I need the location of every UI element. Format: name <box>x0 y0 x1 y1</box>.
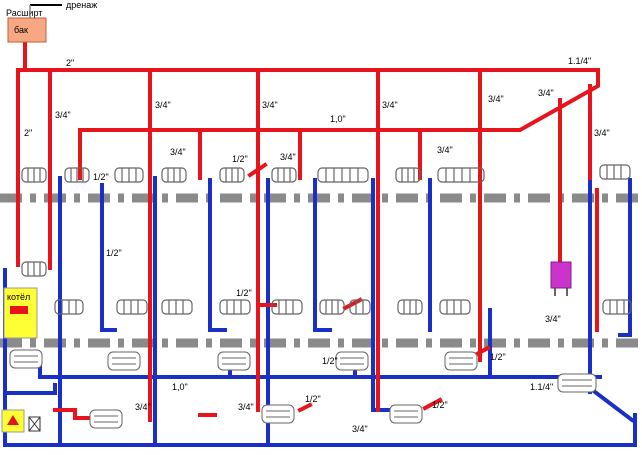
return-pipes <box>3 176 637 447</box>
label-1-2: 1/2" <box>322 356 338 366</box>
floor-heater <box>261 404 295 424</box>
supply-link-6 <box>422 397 443 411</box>
label-1-2: 1/2" <box>93 172 109 182</box>
floor-heater <box>9 349 43 369</box>
pipe-size-labels: 2" 1.1/4" 2" 1,0" 1.1/4" 1,0" 3/4" 3/4" … <box>24 56 610 434</box>
radiator <box>219 167 245 183</box>
label-1-2: 1/2" <box>106 248 122 258</box>
expansion-tank-label-2: бак <box>14 25 28 35</box>
label-3-4: 3/4" <box>155 100 171 110</box>
label-1-2: 1/2" <box>432 400 448 410</box>
return-riser-2 <box>100 183 117 332</box>
radiator <box>54 299 84 315</box>
supply-link-5 <box>342 297 363 311</box>
return-diagonal <box>592 389 635 423</box>
radiator <box>437 167 485 183</box>
radiator <box>116 299 148 315</box>
label-3-4: 3/4" <box>382 100 398 110</box>
radiator <box>349 299 371 315</box>
expansion-tank-body <box>7 17 47 43</box>
expansion-tank: Расширт бак дренаж <box>6 0 97 43</box>
radiator <box>397 299 423 315</box>
radiator <box>64 167 90 183</box>
label-main-top: 2" <box>66 58 74 68</box>
radiator <box>21 167 47 183</box>
radiator <box>317 167 369 183</box>
label-3-4: 3/4" <box>538 88 554 98</box>
label-3-4: 3/4" <box>594 128 610 138</box>
label-1-2: 1/2" <box>236 288 252 298</box>
expansion-tank-label-1: Расширт <box>6 8 42 18</box>
label-3-4: 3/4" <box>55 110 71 120</box>
floor-heater <box>89 409 123 429</box>
supply-link-3 <box>247 162 268 178</box>
pump-icon <box>7 415 19 425</box>
boiler-label: котёл <box>7 292 30 302</box>
supply-main-top <box>16 68 600 132</box>
hydraulic-unit <box>550 261 572 296</box>
supply-link-7 <box>472 345 491 358</box>
radiator <box>271 299 303 315</box>
radiator <box>161 167 187 183</box>
radiators <box>21 164 632 315</box>
label-3-4: 3/4" <box>437 145 453 155</box>
label-3-4: 3/4" <box>488 94 504 104</box>
label-3-4: 3/4" <box>280 152 296 162</box>
return-main-far-right <box>3 268 637 447</box>
radiator <box>219 299 251 315</box>
label-return-mid: 1,0" <box>172 382 188 392</box>
floor-slabs <box>0 193 642 348</box>
label-return-right: 1.1/4" <box>530 382 553 392</box>
return-riser-7 <box>371 178 392 412</box>
supply-link-1 <box>53 408 90 420</box>
floor-heater <box>217 351 251 371</box>
label-3-4: 3/4" <box>545 314 561 324</box>
label-3-4: 3/4" <box>238 402 254 412</box>
floor-heaters <box>9 349 597 429</box>
label-riser-left: 2" <box>24 128 32 138</box>
supply-link-8 <box>297 402 313 413</box>
return-riser-6 <box>313 178 332 332</box>
radiator <box>319 299 345 315</box>
label-1-2: 1/2" <box>490 352 506 362</box>
label-3-4: 3/4" <box>170 147 186 157</box>
radiator <box>114 167 144 183</box>
radiator <box>271 167 297 183</box>
floor-heater <box>557 373 597 393</box>
label-main-right: 1.1/4" <box>568 56 591 66</box>
floor-heater <box>107 351 141 371</box>
radiator <box>161 299 193 315</box>
floor-heater <box>335 351 369 371</box>
radiator <box>599 164 631 180</box>
radiator <box>602 299 632 315</box>
return-main-bottom <box>3 383 57 395</box>
pump-unit <box>1 409 41 433</box>
label-3-4: 3/4" <box>262 100 278 110</box>
supply-pipes <box>16 40 600 422</box>
label-main-mid: 1,0" <box>330 114 346 124</box>
label-3-4: 3/4" <box>352 424 368 434</box>
floor-heater <box>444 351 478 371</box>
boiler: котёл <box>3 287 38 339</box>
label-3-4: 3/4" <box>135 402 151 412</box>
label-1-2: 1/2" <box>305 394 321 404</box>
boiler-burner-icon <box>10 306 28 314</box>
floor-heater <box>389 404 423 424</box>
radiator <box>439 299 471 315</box>
hydraulic-unit-body <box>550 261 572 289</box>
return-riser-10 <box>618 178 632 337</box>
return-riser-4 <box>208 178 227 332</box>
drain-label: дренаж <box>66 0 97 10</box>
radiator <box>395 167 421 183</box>
label-1-2: 1/2" <box>232 154 248 164</box>
radiator <box>21 261 47 277</box>
